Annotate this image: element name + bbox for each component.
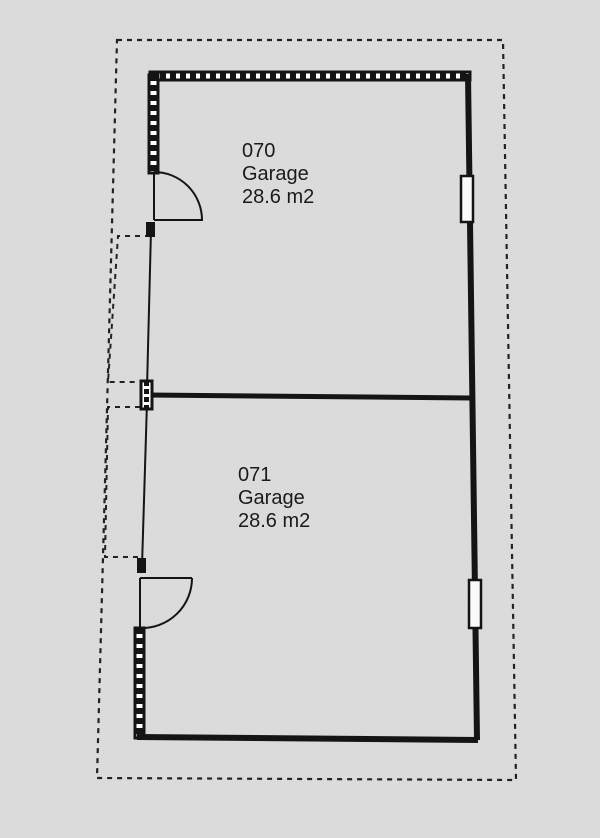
window-lower <box>467 578 483 630</box>
jamb-block-upper <box>146 222 155 237</box>
recess-outline-upper <box>106 235 150 383</box>
jamb-block-lower <box>137 558 146 573</box>
left-wall-lower <box>133 626 146 740</box>
room-number: 070 <box>242 140 276 162</box>
jamb-block-center <box>139 379 154 411</box>
site-boundary <box>95 38 518 782</box>
room-label-070: 070 Garage 28.6 m2 <box>242 140 314 209</box>
door-swing-upper <box>153 171 204 221</box>
room-label-071: 071 Garage 28.6 m2 <box>238 464 310 533</box>
room-number: 071 <box>238 464 272 486</box>
top-wall <box>148 70 472 82</box>
room-name: Garage <box>242 163 309 185</box>
room-area: 28.6 m2 <box>238 510 311 532</box>
room-name: Garage <box>238 487 305 509</box>
dividing-wall <box>147 392 472 401</box>
window-upper <box>459 174 475 224</box>
left-wall-upper <box>147 73 160 175</box>
garage-door-line-lower <box>141 401 148 567</box>
door-swing-lower <box>139 577 193 630</box>
room-area: 28.6 m2 <box>242 186 315 208</box>
bottom-wall <box>136 734 479 743</box>
garage-door-line-upper <box>146 229 152 389</box>
